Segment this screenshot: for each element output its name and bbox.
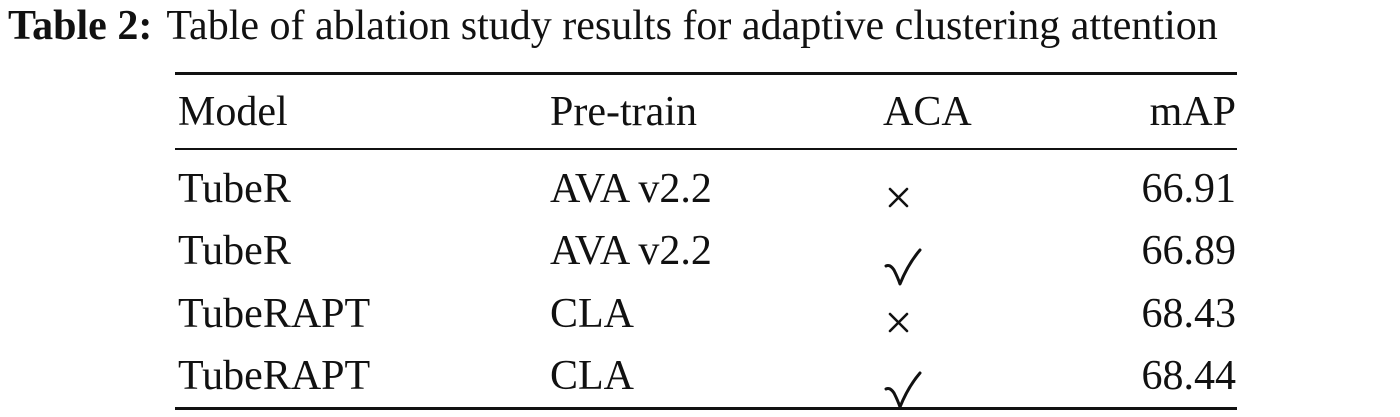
caption-label: Table 2: xyxy=(8,3,153,49)
cell-model: TubeR xyxy=(178,166,291,212)
cell-pretrain: AVA v2.2 xyxy=(550,166,712,212)
header-map: mAP xyxy=(1149,89,1236,135)
caption-text: Table of ablation study results for adap… xyxy=(166,3,1218,49)
cell-map: 66.91 xyxy=(1141,166,1237,212)
table-caption: Table 2: Table of ablation study results … xyxy=(8,2,1396,50)
table-header-rule xyxy=(175,148,1237,150)
cell-pretrain: CLA xyxy=(550,291,634,337)
cell-pretrain: CLA xyxy=(550,353,634,399)
table-bottom-rule xyxy=(175,407,1237,410)
cross-icon xyxy=(880,294,940,354)
header-aca: ACA xyxy=(883,89,972,135)
cell-model: TubeR xyxy=(178,228,291,274)
cell-map: 66.89 xyxy=(1141,228,1237,274)
header-pretrain: Pre-train xyxy=(550,89,697,135)
cross-icon xyxy=(880,169,940,229)
table-top-rule xyxy=(175,72,1237,75)
check-icon xyxy=(880,357,940,417)
header-model: Model xyxy=(178,89,288,135)
cell-pretrain: AVA v2.2 xyxy=(550,228,712,274)
check-icon xyxy=(880,234,940,294)
cell-map: 68.43 xyxy=(1141,291,1237,337)
cell-model: TubeRAPT xyxy=(178,353,371,399)
cell-model: TubeRAPT xyxy=(178,291,371,337)
cell-map: 68.44 xyxy=(1141,353,1237,399)
